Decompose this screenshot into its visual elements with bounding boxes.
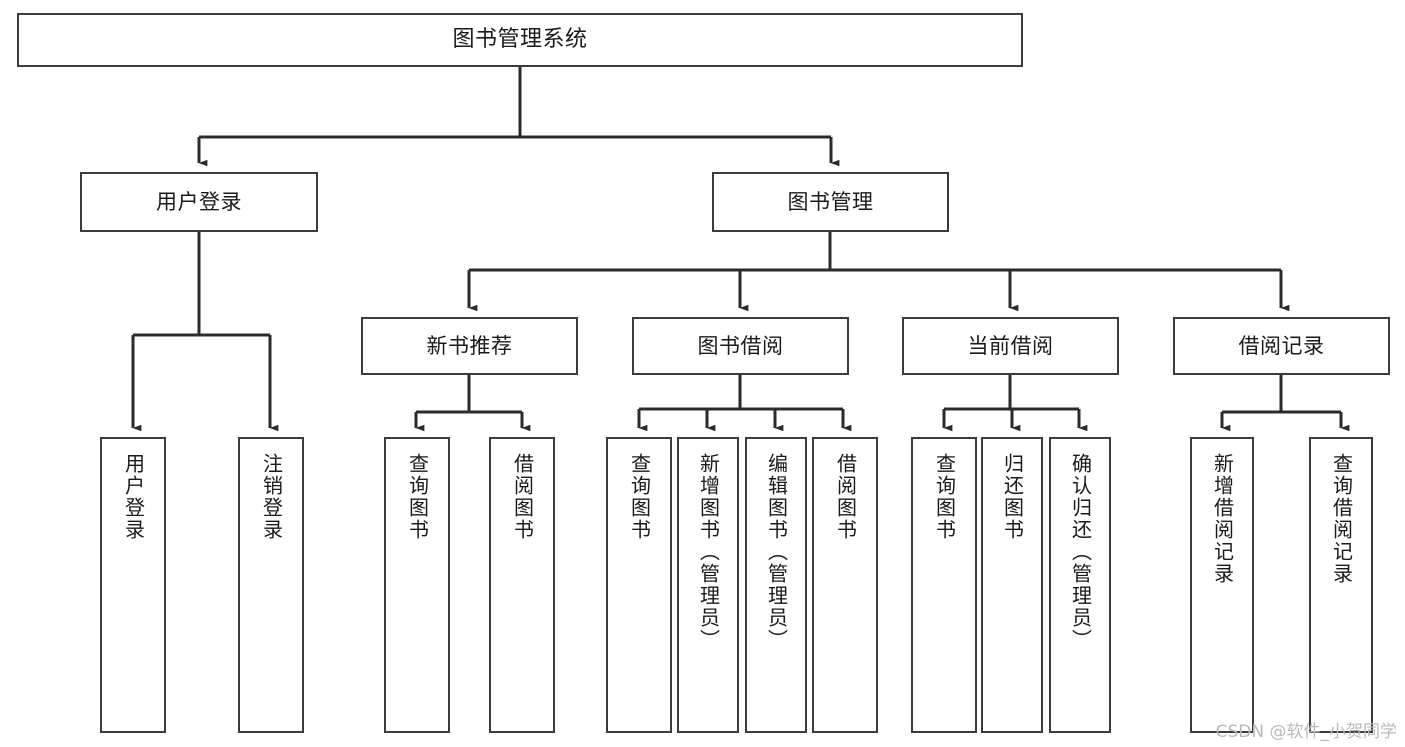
node-new-book-recommend-label: 新书推荐 (426, 333, 513, 358)
node-new-book-recommend[interactable]: 新书推荐 (361, 317, 578, 375)
node-leaf-query-book-3[interactable]: 查询图书 (911, 437, 977, 733)
node-borrow-record[interactable]: 借阅记录 (1173, 317, 1390, 375)
csdn-watermark: CSDN @软件_小贺同学 (1215, 722, 1397, 742)
node-leaf-user-login[interactable]: 用户登录 (100, 437, 166, 733)
node-leaf-query-book-3-label: 查询图书 (932, 453, 957, 541)
node-book-borrow[interactable]: 图书借阅 (632, 317, 849, 375)
node-leaf-return-book[interactable]: 归还图书 (981, 437, 1043, 733)
node-leaf-confirm-return-label: 确认归还（管理员） (1068, 453, 1093, 651)
node-user-login-label: 用户登录 (156, 189, 242, 214)
node-root-label: 图书管理系统 (452, 27, 588, 53)
node-leaf-edit-book[interactable]: 编辑图书（管理员） (745, 437, 807, 733)
node-leaf-user-login-label: 用户登录 (121, 453, 146, 541)
node-leaf-add-record[interactable]: 新增借阅记录 (1190, 437, 1254, 733)
node-leaf-borrow-book-1[interactable]: 借阅图书 (489, 437, 555, 733)
node-book-manage-label: 图书管理 (787, 189, 874, 214)
node-leaf-return-book-label: 归还图书 (1000, 453, 1025, 541)
node-book-manage[interactable]: 图书管理 (712, 172, 949, 232)
node-current-borrow-label: 当前借阅 (967, 333, 1054, 358)
node-leaf-borrow-book-2-label: 借阅图书 (833, 453, 858, 541)
node-leaf-edit-book-label: 编辑图书（管理员） (764, 453, 789, 651)
node-borrow-record-label: 借阅记录 (1238, 333, 1325, 358)
node-book-borrow-label: 图书借阅 (697, 333, 784, 358)
node-leaf-query-book-1[interactable]: 查询图书 (384, 437, 450, 733)
node-leaf-confirm-return[interactable]: 确认归还（管理员） (1049, 437, 1111, 733)
node-leaf-query-record-label: 查询借阅记录 (1329, 453, 1354, 585)
node-leaf-query-book-2-label: 查询图书 (627, 453, 652, 541)
node-leaf-user-logout-label: 注销登录 (259, 453, 284, 541)
node-leaf-user-logout[interactable]: 注销登录 (238, 437, 304, 733)
node-current-borrow[interactable]: 当前借阅 (902, 317, 1119, 375)
node-leaf-add-book-label: 新增图书（管理员） (696, 453, 721, 651)
node-leaf-add-record-label: 新增借阅记录 (1210, 453, 1235, 585)
node-leaf-borrow-book-2[interactable]: 借阅图书 (812, 437, 878, 733)
node-leaf-add-book[interactable]: 新增图书（管理员） (677, 437, 739, 733)
node-root[interactable]: 图书管理系统 (17, 13, 1023, 67)
node-leaf-query-book-2[interactable]: 查询图书 (606, 437, 672, 733)
node-user-login[interactable]: 用户登录 (80, 172, 318, 232)
node-leaf-query-book-1-label: 查询图书 (405, 453, 430, 541)
node-leaf-borrow-book-1-label: 借阅图书 (510, 453, 535, 541)
node-leaf-query-record[interactable]: 查询借阅记录 (1309, 437, 1373, 733)
